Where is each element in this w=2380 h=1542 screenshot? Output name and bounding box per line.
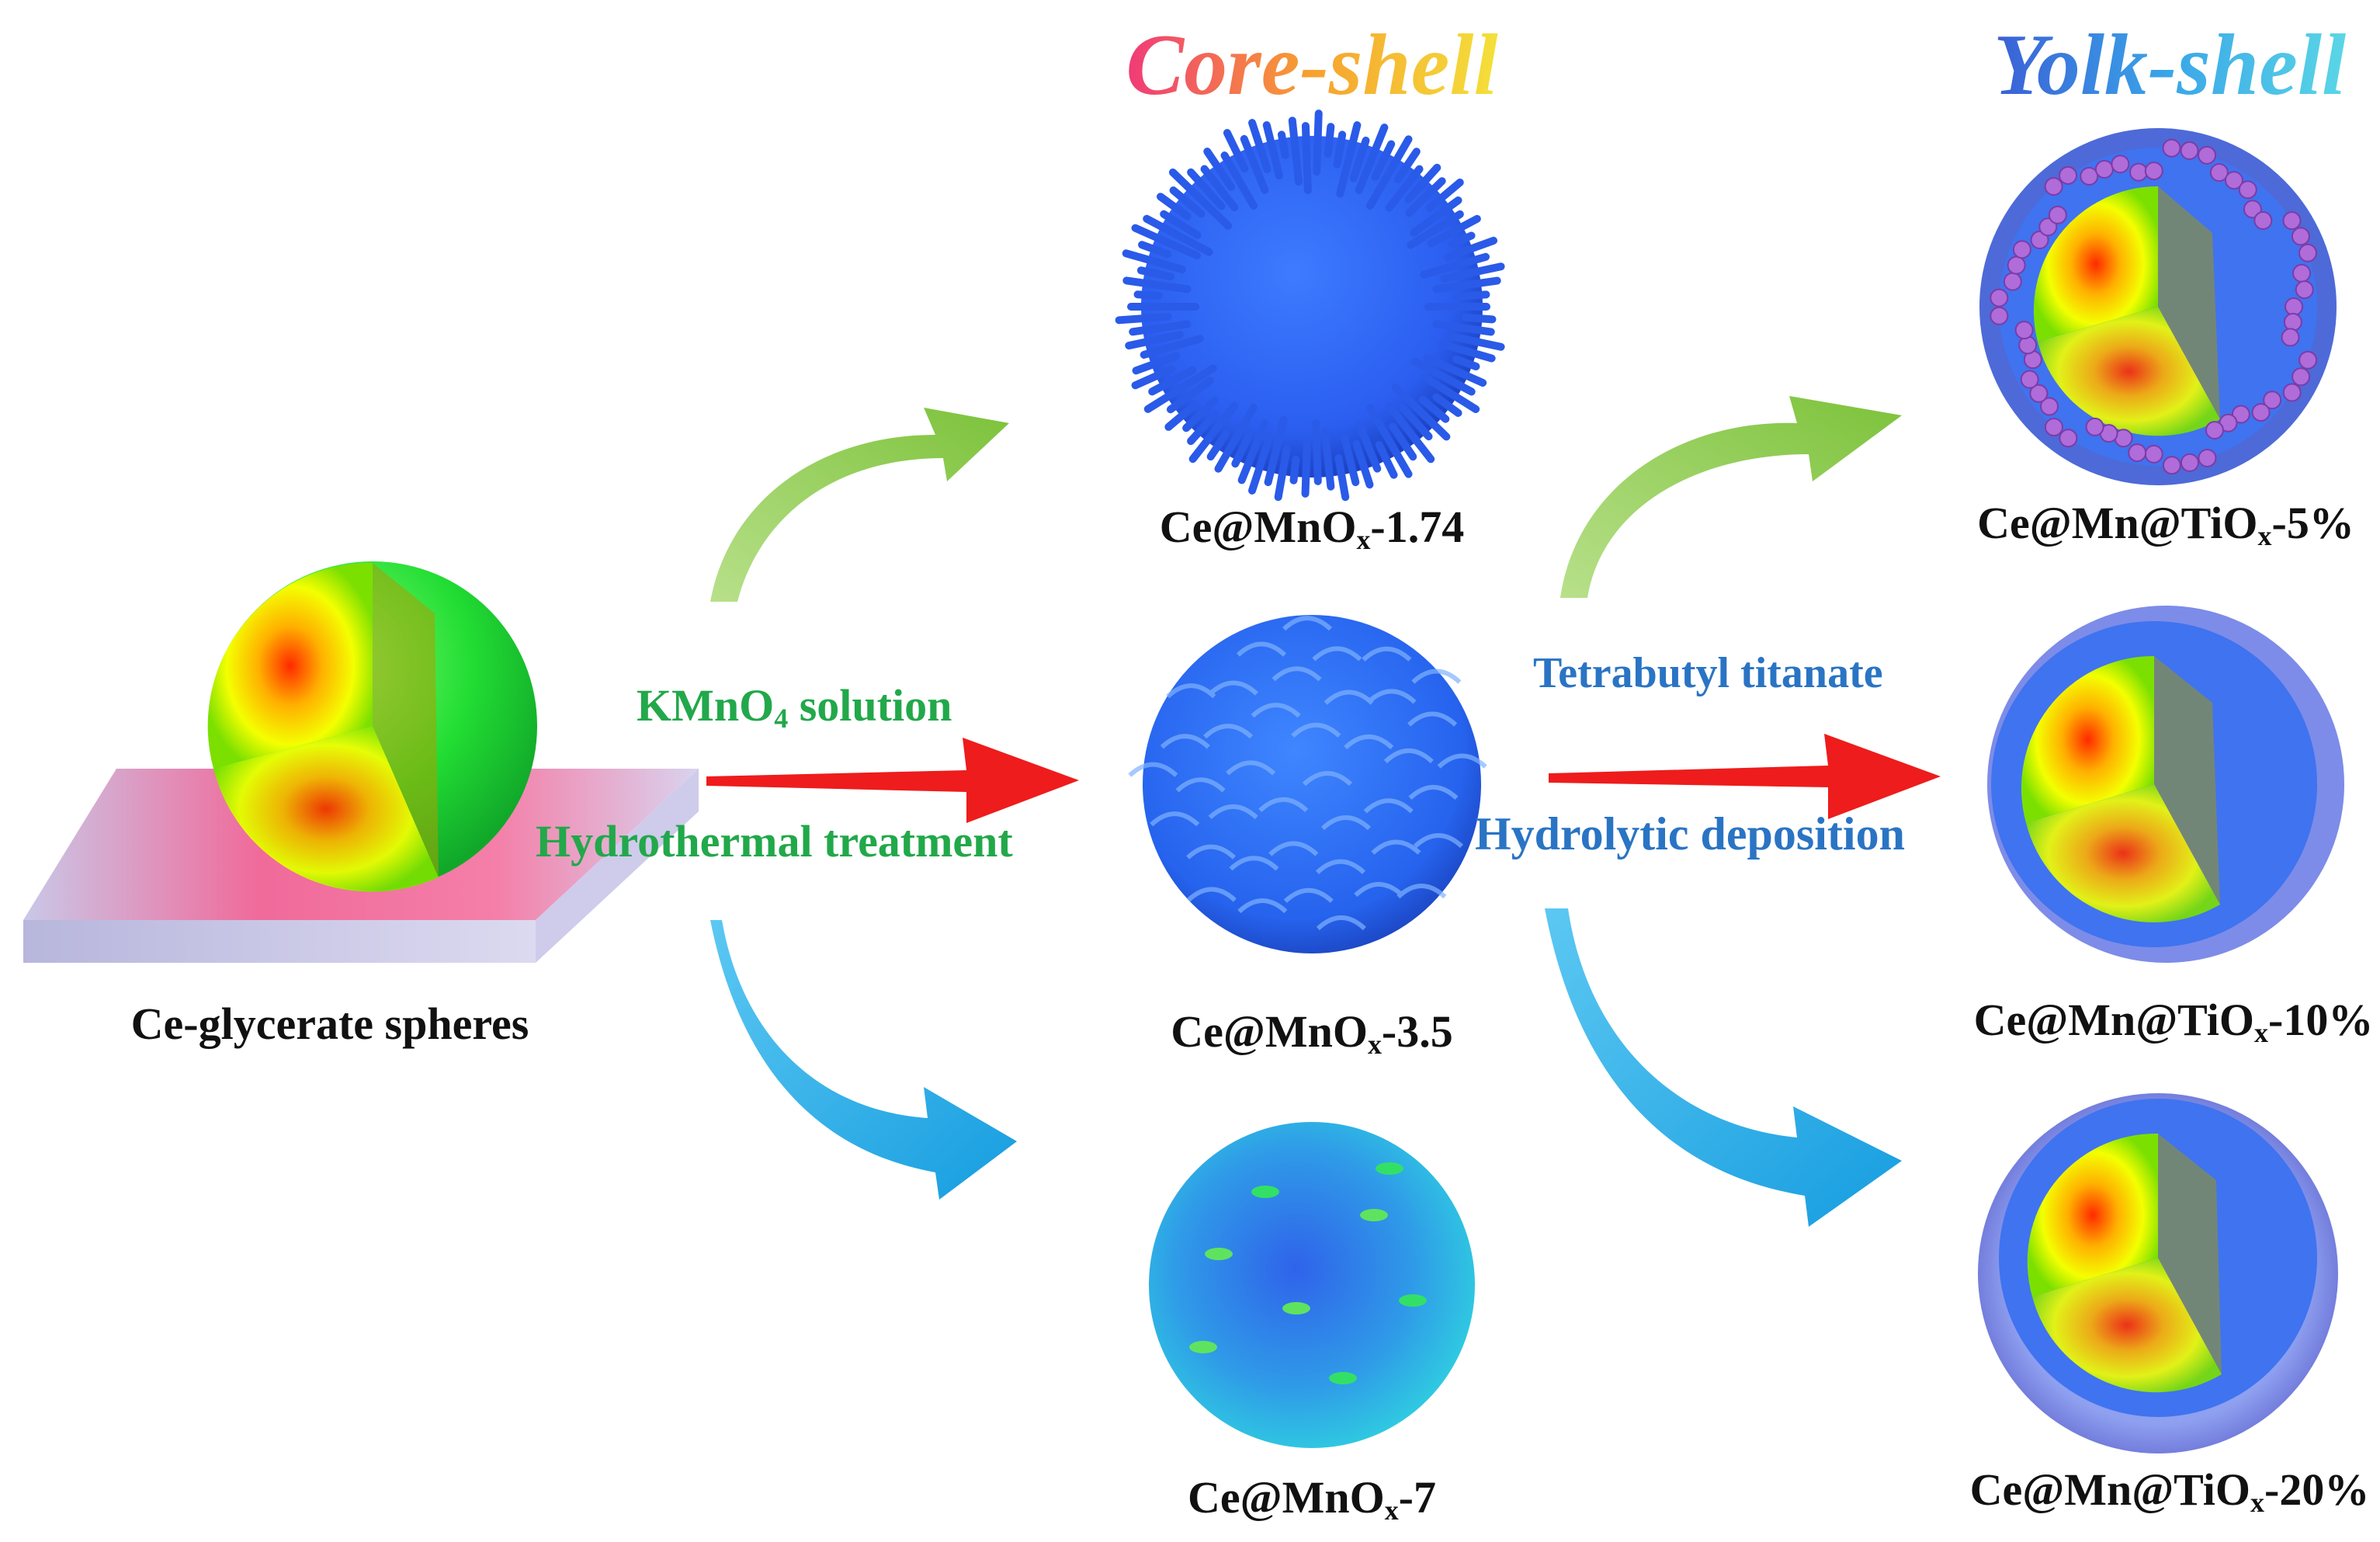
yolk-shell-heading: Yolk-shell (1993, 16, 2346, 116)
core-shell-sphere-1 (1115, 109, 1505, 502)
yolk-shell-label-2: Ce@Mn@TiOx-10% (1973, 995, 2374, 1048)
ce-glycerate-sphere (23, 561, 699, 963)
core-shell-sphere-2 (1128, 615, 1487, 953)
arrow-right-red-1 (706, 738, 1079, 823)
core-shell-label-3: Ce@MnOx-7 (1187, 1472, 1437, 1526)
core-shell-heading: Core-shell (1126, 16, 1497, 116)
step1-reagent: KMnO4 solution (637, 680, 952, 734)
core-shell-sphere-3 (1149, 1122, 1475, 1448)
arrow-right-red-2 (1549, 734, 1941, 819)
arrow-down-blue-1 (710, 920, 1017, 1200)
yolk-shell-sphere-1 (1979, 128, 2337, 485)
yolk-shell-label-1: Ce@Mn@TiOx-5% (1977, 498, 2354, 551)
arrow-up-green-1 (710, 408, 1009, 602)
yolk-shell-sphere-3 (1978, 1093, 2338, 1453)
step2-reagent: Tetrabutyl titanate (1533, 649, 1883, 697)
core-shell-label-2: Ce@MnOx-3.5 (1171, 1006, 1453, 1060)
start-label: Ce-glycerate spheres (130, 998, 529, 1049)
arrow-up-green-2 (1560, 396, 1902, 598)
yolk-shell-label-3: Ce@Mn@TiOx-20% (1969, 1464, 2370, 1518)
core-shell-label-1: Ce@MnOx-1.74 (1159, 502, 1465, 555)
step1-method: Hydrothermal treatment (536, 816, 1013, 867)
substrate-side (536, 769, 699, 963)
arrow-down-blue-2 (1545, 908, 1902, 1227)
yolk-shell-sphere-2 (1987, 606, 2344, 963)
substrate-front (23, 920, 536, 963)
step2-method: Hydrolytic deposition (1475, 808, 1905, 860)
